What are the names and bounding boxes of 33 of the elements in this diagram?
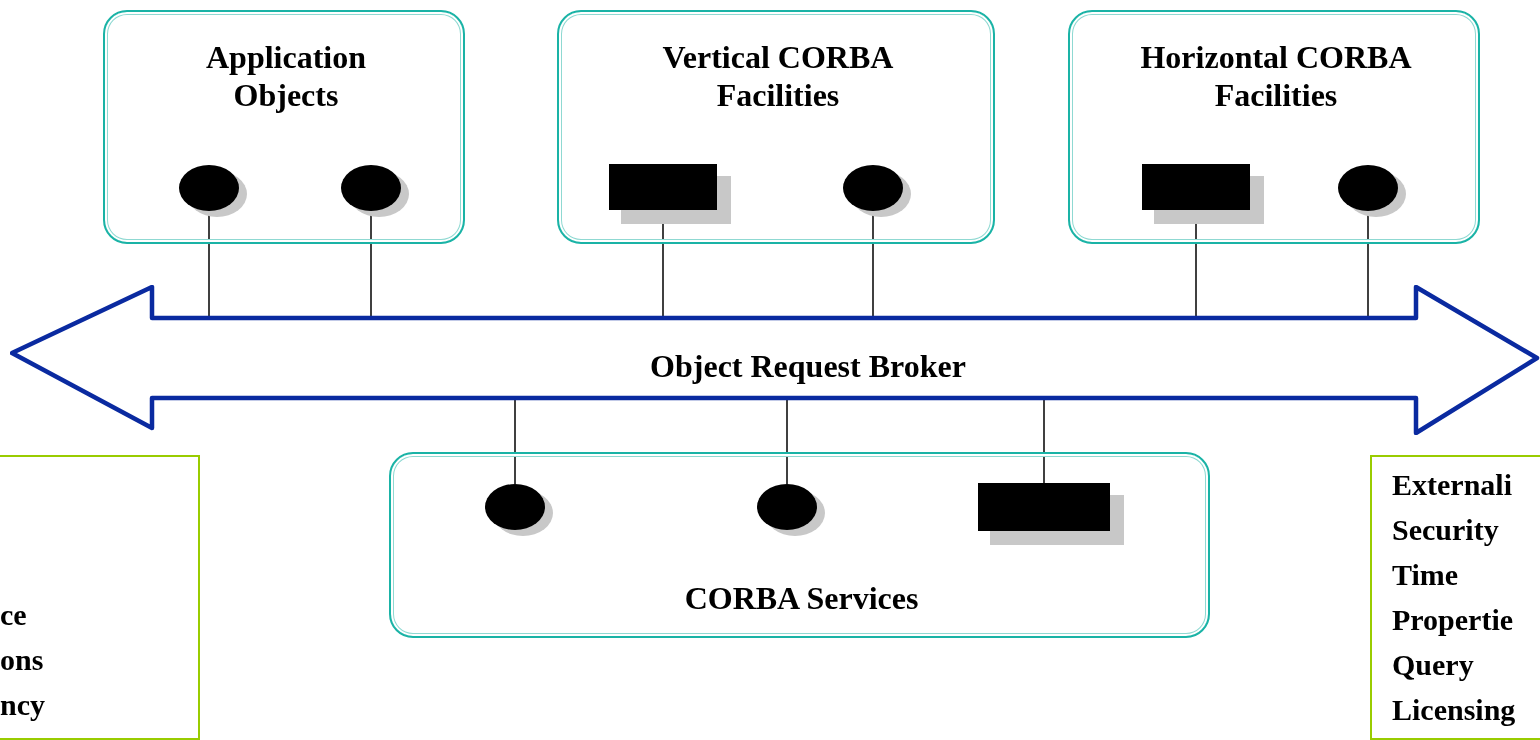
list-item: Security (1392, 512, 1499, 548)
list-item: Time (1392, 557, 1459, 593)
list-item: ncy (0, 687, 45, 723)
box-title: Vertical CORBA Facilities (661, 38, 895, 115)
component-box (557, 10, 995, 244)
component-box (1068, 10, 1480, 244)
component-box (389, 452, 1210, 638)
interface-ellipse (843, 165, 911, 217)
connector-line (514, 397, 516, 485)
box-title: Horizontal CORBA Facilities (1139, 38, 1413, 115)
component-box (103, 10, 465, 244)
connector-line (786, 397, 788, 485)
list-item: Query (1392, 647, 1474, 683)
list-item: ce (0, 597, 27, 633)
interface-ellipse (341, 165, 409, 217)
box-title: Application Objects (205, 38, 367, 115)
interface-ellipse (179, 165, 247, 217)
interface-box (1142, 164, 1264, 224)
interface-box (978, 483, 1124, 545)
band-label: Object Request Broker (649, 347, 967, 386)
box-title: CORBA Services (683, 579, 920, 618)
connector-line (1043, 397, 1045, 484)
interface-ellipse (1338, 165, 1406, 217)
interface-ellipse (485, 484, 553, 536)
list-item: ons (0, 642, 44, 678)
double-arrow-band (10, 285, 1540, 435)
interface-ellipse (757, 484, 825, 536)
list-item: Propertie (1392, 602, 1514, 638)
list-panel (0, 455, 200, 740)
list-item: Licensing (1392, 692, 1516, 728)
list-item: Externali (1392, 467, 1512, 503)
list-panel (1370, 455, 1540, 740)
interface-box (609, 164, 731, 224)
